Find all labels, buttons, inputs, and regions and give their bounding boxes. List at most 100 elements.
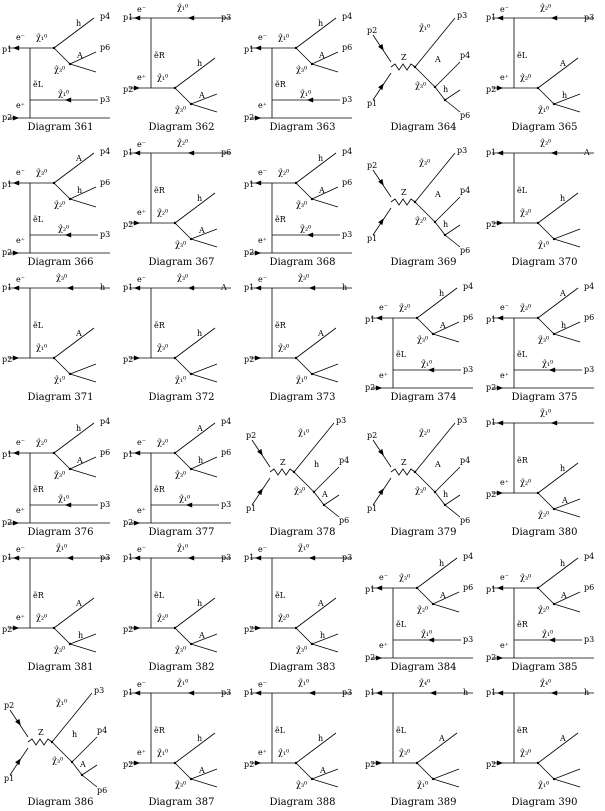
momentum-label: p3 [221, 13, 231, 22]
z-boson-line [390, 198, 416, 206]
momentum-label: p1 [486, 148, 496, 157]
propagator-line [311, 63, 339, 73]
particle-label: χ̃₂⁰ [520, 73, 531, 82]
particle-label: e⁺ [500, 641, 509, 650]
diagram-caption: Diagram 377 [148, 527, 215, 538]
particle-label: e⁻ [137, 275, 146, 284]
particle-label: χ̃₁⁰ [421, 629, 432, 638]
momentum-label: p3 [457, 11, 467, 20]
propagator-line [69, 198, 97, 208]
propagator-line [537, 762, 555, 780]
diagram-caption: Diagram 384 [390, 662, 457, 673]
propagator-line [311, 643, 339, 653]
particle-label: A [76, 456, 83, 465]
particle-label: χ̃₂⁰ [278, 613, 289, 622]
arrow-marker [254, 625, 262, 631]
z-boson-line [390, 63, 416, 71]
particle-label: χ̃₃⁰ [296, 65, 307, 74]
particle-label: h [72, 730, 77, 739]
propagator-line [553, 498, 581, 510]
propagator-label: Z [401, 188, 407, 197]
propagator-line [414, 422, 456, 473]
particle-label: e⁺ [500, 73, 509, 82]
propagator-line [311, 373, 339, 383]
arrow-marker [66, 555, 74, 561]
propagator-line [69, 51, 97, 65]
momentum-label: p1 [244, 688, 254, 697]
particle-label: e⁻ [258, 168, 267, 177]
propagator-label: ẽL [517, 350, 528, 359]
diagram-caption: Diagram 388 [269, 797, 336, 808]
particle-label: A [438, 734, 445, 743]
particle-label: e⁺ [258, 101, 267, 110]
particle-label: χ̃₃⁰ [36, 168, 47, 177]
propagator-line [311, 198, 339, 208]
propagator-line [311, 778, 339, 788]
propagator-line [537, 222, 555, 240]
propagator-line [53, 17, 95, 49]
propagator-line [416, 587, 434, 605]
arrow-marker [496, 420, 504, 426]
diagram-caption: Diagram 379 [390, 527, 457, 538]
particle-label: χ̃₁⁰ [538, 240, 549, 249]
particle-label: χ̃₃⁰ [54, 470, 65, 479]
propagator-line [432, 591, 460, 605]
momentum-label: p2 [123, 518, 133, 527]
diagram-caption: Diagram 389 [390, 797, 457, 808]
particle-label: h [320, 631, 325, 640]
arrow-marker [550, 690, 558, 696]
particle-label: χ̃₁⁰ [36, 33, 47, 42]
z-boson-line [269, 468, 295, 476]
propagator-label: ẽR [154, 485, 166, 494]
momentum-label: p1 [123, 553, 133, 562]
momentum-label: p4 [339, 456, 349, 465]
diagram-caption: Diagram 380 [511, 527, 578, 538]
propagator-line [69, 633, 97, 645]
momentum-label: p2 [244, 625, 254, 634]
diagram-caption: Diagram 362 [148, 122, 215, 133]
propagator-line [537, 557, 579, 589]
propagator-line [174, 597, 216, 629]
particle-label: χ̃₃⁰ [157, 343, 168, 352]
propagator-line [432, 603, 460, 613]
propagator-line [416, 287, 458, 319]
momentum-label: p3 [584, 13, 594, 22]
momentum-label: p2 [123, 85, 133, 94]
propagator-line [553, 333, 581, 343]
propagator-line [190, 228, 218, 240]
arrow-marker [550, 150, 558, 156]
particle-label: A [76, 51, 83, 60]
diagram-caption: Diagram 381 [27, 662, 94, 673]
particle-label: χ̃₃⁰ [54, 65, 65, 74]
momentum-label: p2 [367, 161, 377, 170]
diagram-caption: Diagram 375 [511, 392, 578, 403]
particle-label: h [560, 464, 565, 473]
particle-label: e⁺ [258, 236, 267, 245]
momentum-label: p1 [2, 450, 12, 459]
propagator-line [174, 357, 192, 375]
propagator-line [537, 587, 555, 605]
momentum-label: p2 [367, 431, 377, 440]
momentum-label: p3 [457, 416, 467, 425]
propagator-line [537, 317, 555, 335]
propagator-line [174, 192, 216, 224]
particle-label: χ̃₂⁰ [415, 216, 426, 225]
particle-label: e⁺ [379, 641, 388, 650]
particle-label: h [77, 186, 82, 195]
particle-label: A [439, 591, 446, 600]
momentum-label: p3 [342, 95, 352, 104]
momentum-label: p4 [460, 456, 470, 465]
propagator-label: ẽL [396, 620, 407, 629]
propagator-line [434, 61, 461, 88]
arrow-marker [133, 220, 141, 226]
arrow-marker [187, 555, 195, 561]
